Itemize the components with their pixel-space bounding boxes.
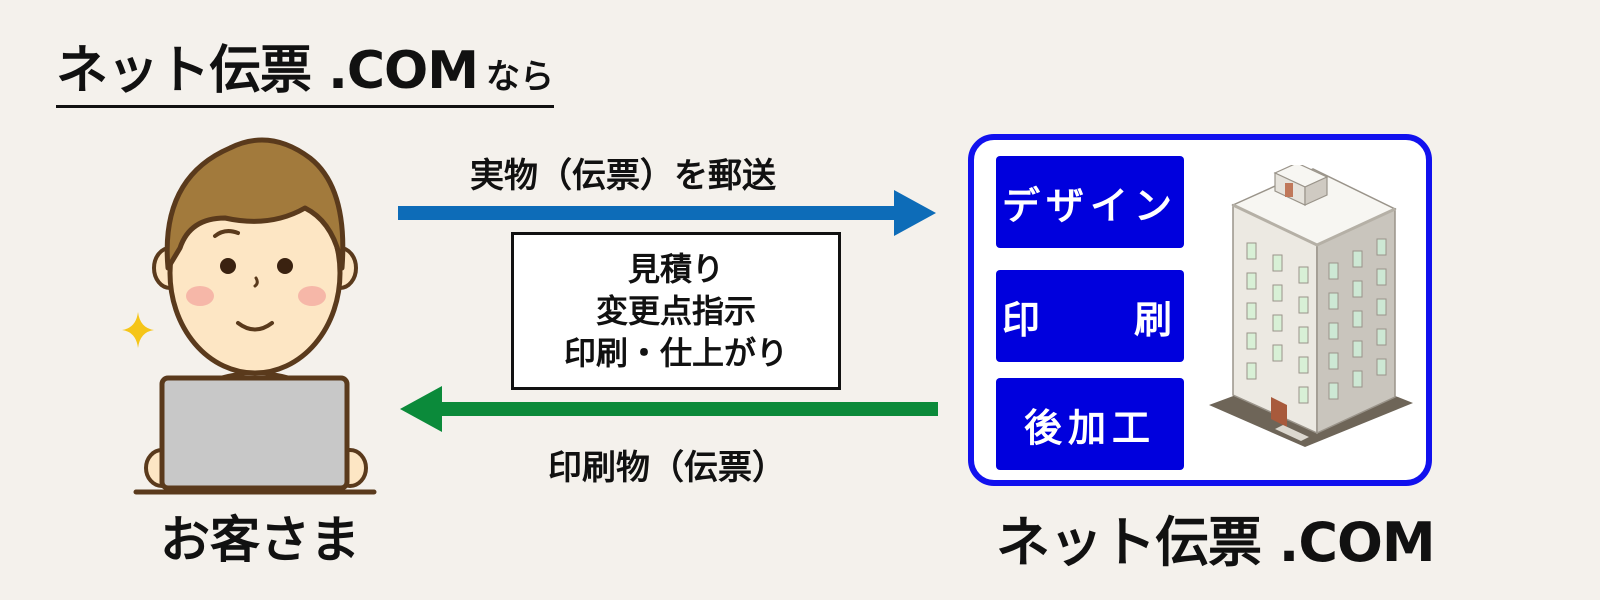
service-finishing: 後加工	[996, 378, 1184, 470]
return-label: 印刷物（伝票）	[548, 448, 786, 488]
service-design-label: デザイン	[1001, 183, 1178, 228]
service-design: デザイン	[996, 156, 1184, 248]
laptop-icon	[133, 375, 377, 495]
service-printing-label: 印 刷	[1001, 297, 1178, 342]
title-main: ネット伝票 .COM	[56, 41, 479, 101]
info-line-estimate: 見積り	[627, 250, 724, 288]
return-arrow	[400, 386, 938, 432]
send-label: 実物（伝票）を郵送	[470, 156, 776, 196]
company-label: ネット伝票 .COM	[996, 511, 1436, 574]
exchange-info-box: 見積り 変更点指示 印刷・仕上がり	[511, 232, 841, 390]
info-line-print: 印刷・仕上がり	[563, 334, 788, 372]
send-arrow	[398, 190, 936, 236]
info-line-changes: 変更点指示	[595, 292, 756, 330]
sparkle-icon	[122, 312, 154, 348]
send-arrow-head	[894, 190, 936, 236]
service-printing: 印 刷	[996, 270, 1184, 362]
service-finishing-label: 後加工	[1023, 405, 1156, 450]
building-icon	[1209, 165, 1413, 447]
customer-label: お客さま	[160, 511, 360, 569]
return-arrow-head	[400, 386, 442, 432]
title-suffix: なら	[485, 57, 554, 97]
customer-person-icon	[144, 137, 368, 488]
